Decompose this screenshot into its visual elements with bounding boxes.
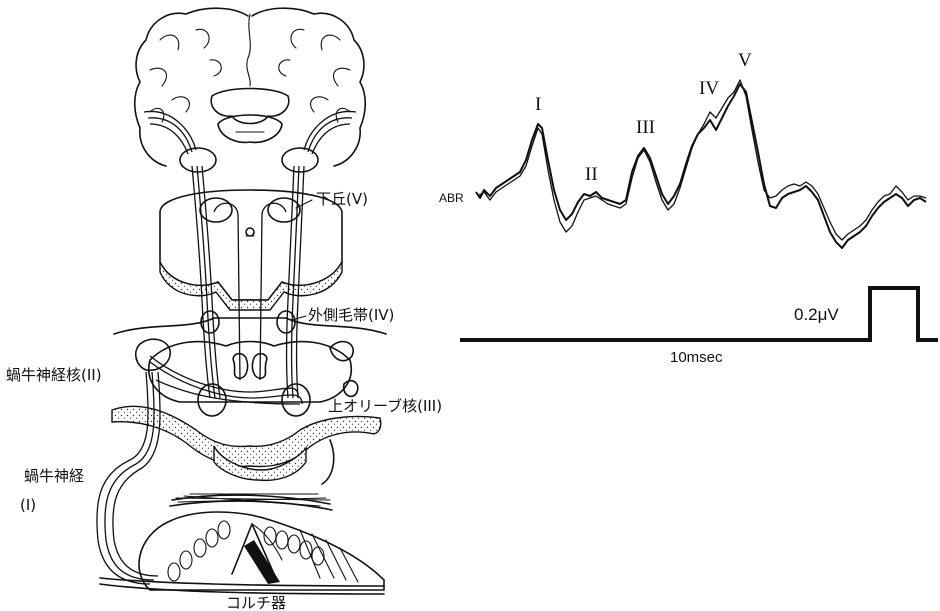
label-cochlear-nerve: 蝸牛神経: [24, 467, 84, 485]
label-organ-of-corti: コルチ器: [226, 594, 286, 611]
gyri-left: [150, 29, 221, 122]
midbrain-stipple: [160, 262, 342, 310]
cochlear-nucleus-shape: [136, 339, 170, 370]
calibration-scale: 0.2μV 10msec: [460, 288, 938, 366]
abr-trace-primary: [476, 84, 926, 248]
peak-label-III: III: [636, 117, 655, 138]
cochlear-nerve-bundle: [97, 372, 160, 584]
peak-label-I: I: [535, 94, 541, 115]
abr-trace-label: ABR: [439, 191, 464, 205]
calibration-bar: [460, 288, 938, 340]
auditory-pathway-illustration: [97, 8, 386, 594]
peak-label-II: II: [585, 164, 598, 185]
gyri-right: [279, 29, 350, 122]
label-cochlear-nucleus: 蝸牛神経核(II): [6, 366, 102, 384]
medial-geniculate-right: [282, 148, 318, 172]
ventricle: [211, 89, 289, 124]
medial-geniculate-left: [180, 148, 216, 172]
peak-label-V: V: [738, 50, 752, 71]
label-lateral-lemniscus: 外側毛帯(IV): [308, 306, 394, 324]
time-scale-label: 10msec: [670, 349, 723, 366]
label-superior-olive: 上オリーブ核(III): [328, 397, 442, 415]
amplitude-scale-label: 0.2μV: [794, 305, 839, 324]
abr-waveform: ABR I II III IV V: [439, 50, 926, 248]
inferior-colliculus-right: [268, 198, 300, 222]
label-cochlear-nerve-roman: (I): [20, 496, 36, 514]
abr-trace-replicate: [478, 80, 926, 240]
label-inferior-colliculus: 下丘(V): [316, 190, 368, 208]
peak-label-IV: IV: [699, 78, 719, 99]
organ-of-corti-illustration: [100, 494, 384, 594]
medulla: [149, 342, 352, 403]
longitudinal-fissure: [247, 14, 250, 86]
